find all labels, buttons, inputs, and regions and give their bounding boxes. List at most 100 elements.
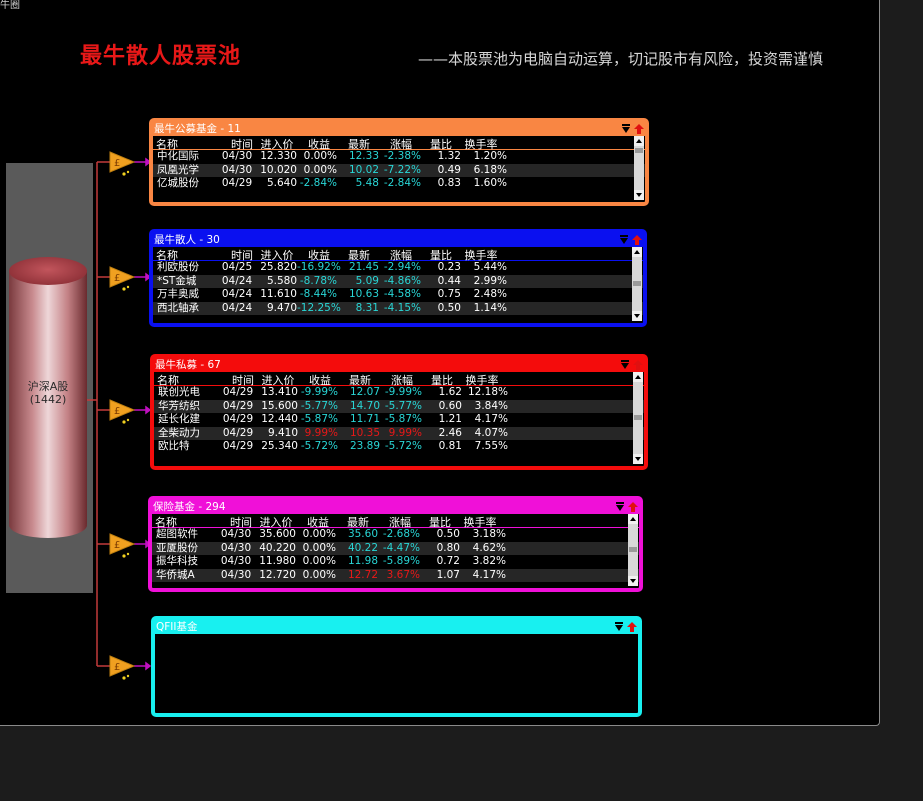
column-header-name[interactable]: 名称 [156,138,178,151]
column-header-name[interactable]: 名称 [155,516,177,529]
scroll-up-arrow-icon[interactable] [634,136,644,146]
column-header-vr[interactable]: 量比 [431,374,453,387]
red-up-arrow-icon[interactable] [633,360,643,370]
column-header-pct[interactable]: 收益 [308,249,330,262]
column-header-turn[interactable]: 换手率 [464,138,498,151]
stock-pool-panel[interactable]: QFII基金 [151,616,642,717]
scroll-up-arrow-icon[interactable] [633,372,643,382]
vertical-scrollbar[interactable] [633,372,643,464]
column-header-turn[interactable]: 换手率 [464,249,498,262]
column-header-chg[interactable]: 涨幅 [390,249,412,262]
red-up-arrow-icon[interactable] [627,622,637,632]
column-header-vr[interactable]: 量比 [430,249,452,262]
column-header-price[interactable]: 进入价 [259,516,293,529]
vertical-scrollbar[interactable] [632,247,642,321]
scroll-down-arrow-icon[interactable] [634,190,644,200]
column-header-pct[interactable]: 收益 [308,138,330,151]
column-header-chg[interactable]: 涨幅 [391,374,413,387]
column-header-latest[interactable]: 最新 [348,249,370,262]
column-header-pct[interactable]: 收益 [309,374,331,387]
column-header-latest[interactable]: 最新 [349,374,371,387]
red-up-arrow-icon[interactable] [628,502,638,512]
vertical-scrollbar[interactable] [628,514,638,586]
cell-name: 振华科技 [156,555,198,568]
menu-down-icon[interactable] [620,360,630,370]
cell-chg: 9.99% [388,426,422,439]
source-count: (1442) [29,393,67,406]
cell-name: 超图软件 [156,528,198,540]
scroll-thumb[interactable] [629,547,637,552]
cell-chg: -5.77% [384,399,422,412]
menu-down-icon[interactable] [615,502,625,512]
cell-price: 9.470 [266,301,297,314]
scroll-up-arrow-icon[interactable] [628,514,638,524]
cell-latest: 11.71 [349,413,380,426]
cell-latest: 23.89 [349,440,380,453]
menu-down-icon[interactable] [619,235,629,245]
pool-header-icons [620,358,643,372]
column-header-vr[interactable]: 量比 [430,138,452,151]
column-header-price[interactable]: 进入价 [261,374,295,387]
column-header-name[interactable]: 名称 [157,374,179,387]
column-header-price[interactable]: 进入价 [260,249,294,262]
scroll-down-arrow-icon[interactable] [628,576,638,586]
column-header-time[interactable]: 时间 [230,516,252,529]
column-header-chg[interactable]: 涨幅 [389,516,411,529]
cell-vr: 1.07 [436,568,460,581]
pool-title-bar: 最牛公募基金 - 11 [153,122,645,136]
stock-universe-cylinder[interactable] [9,270,87,524]
column-header-pct[interactable]: 收益 [307,516,329,529]
cell-name: 华侨城A [156,568,195,581]
cell-chg: -5.87% [384,413,422,426]
column-header-time[interactable]: 时间 [232,374,254,387]
scroll-down-arrow-icon[interactable] [633,454,643,464]
menu-down-icon[interactable] [621,124,631,134]
column-header-latest[interactable]: 最新 [348,138,370,151]
column-header-price[interactable]: 进入价 [260,138,294,151]
cell-turn: 2.99% [473,274,507,287]
scroll-down-arrow-icon[interactable] [632,311,642,321]
column-header-name[interactable]: 名称 [156,249,178,262]
scroll-thumb[interactable] [633,281,641,286]
cell-chg: -9.99% [384,386,422,398]
column-header-time[interactable]: 时间 [231,249,253,262]
column-header-chg[interactable]: 涨幅 [390,138,412,151]
menu-down-icon[interactable] [614,622,624,632]
svg-text:£: £ [114,406,120,417]
svg-text:£: £ [114,540,120,551]
pool-title: 最牛公募基金 - 11 [154,123,241,135]
red-up-arrow-icon[interactable] [634,124,644,134]
scroll-up-arrow-icon[interactable] [632,247,642,257]
vertical-scrollbar[interactable] [634,136,644,200]
red-up-arrow-icon[interactable] [632,235,642,245]
cell-chg: -7.22% [383,163,421,176]
column-header-turn[interactable]: 换手率 [465,374,499,387]
scroll-thumb[interactable] [635,148,643,153]
column-header-vr[interactable]: 量比 [429,516,451,529]
column-header-latest[interactable]: 最新 [347,516,369,529]
column-header-turn[interactable]: 换手率 [463,516,497,529]
table-header: 名称 时间进入价 收益 最新 涨幅 量比换手率 [153,247,643,262]
column-header-time[interactable]: 时间 [231,138,253,151]
scroll-thumb[interactable] [634,415,642,420]
